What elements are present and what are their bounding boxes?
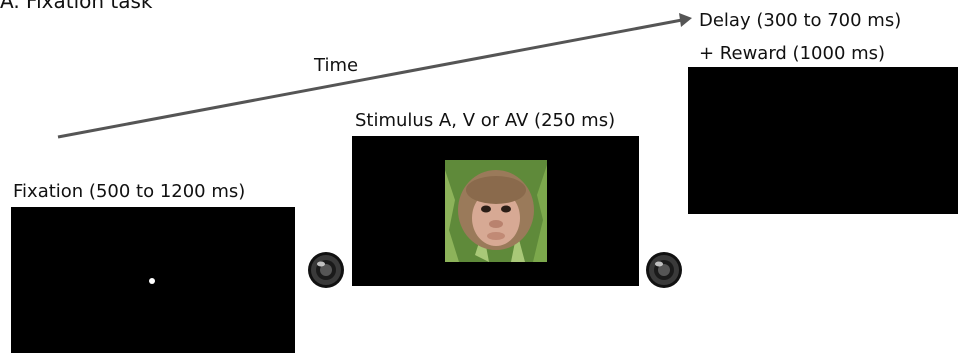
stimulus-label: Stimulus A, V or AV (250 ms)	[355, 110, 616, 131]
delay-label: Delay (300 to 700 ms)	[699, 10, 902, 31]
fixation-screen	[11, 207, 295, 353]
fixation-label: Fixation (500 to 1200 ms)	[13, 181, 246, 202]
reward-label: + Reward (1000 ms)	[699, 43, 886, 64]
delay-screen	[688, 67, 958, 214]
stimulus-screen	[352, 136, 639, 286]
monkey-face-image	[445, 160, 547, 262]
loudspeaker-icon	[646, 252, 682, 288]
fixation-dot-icon	[149, 278, 155, 284]
time-label: Time	[314, 55, 359, 76]
loudspeaker-icon	[308, 252, 344, 288]
figure-title: A. Fixation task	[0, 0, 153, 13]
